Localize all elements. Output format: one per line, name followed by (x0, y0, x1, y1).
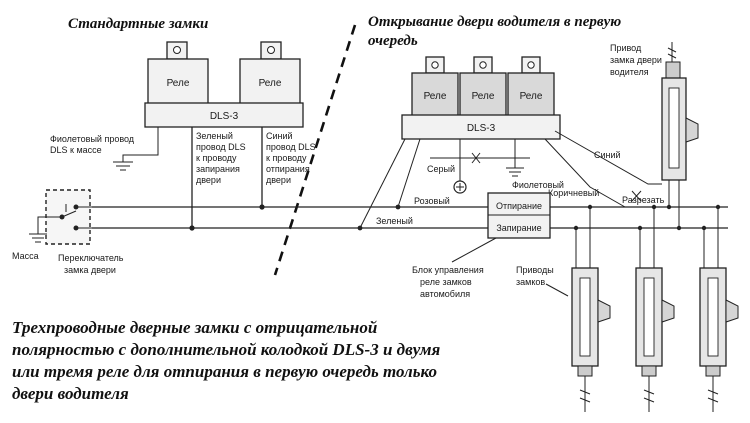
brown-wire (544, 138, 626, 208)
lock-actuator-2 (635, 267, 675, 412)
driver-actuator-label-line1: Привод (610, 43, 642, 53)
lock-actuator-1 (571, 267, 611, 412)
blue-wire-label-line3: к проводу (266, 153, 307, 163)
green-wire-label-line4: запирания (196, 164, 240, 174)
relay-right-1: Реле (411, 56, 459, 118)
green-wire-right (359, 138, 406, 229)
left-diagram: Реле Реле DLS-3 Фиолетовый провод DLS к … (12, 41, 316, 275)
relay-right-1-label: Реле (424, 91, 447, 102)
relay-left-2: Реле (239, 41, 301, 106)
actuator-drop-wires (573, 204, 721, 268)
dls3-module-right: DLS-3 (401, 114, 561, 140)
ground-label: Масса (12, 251, 39, 261)
diagram-caption: Трехпроводные дверные замки с отрицатель… (12, 318, 440, 403)
green-wire-label-line5: двери (196, 175, 221, 185)
violet-wire-left (122, 127, 159, 162)
blue-wire-label-line2: провод DLS (266, 142, 316, 152)
cut-label: Разрезать (622, 195, 665, 205)
switch-label-line2: замка двери (64, 265, 116, 275)
brown-wire-label: Коричневый (548, 188, 599, 198)
caption-line3: или тремя реле для отпирания в первую оч… (12, 362, 437, 381)
driver-actuator-label-line3: водителя (610, 67, 649, 77)
switch-label-line1: Переключатель (58, 253, 124, 263)
control-block-label-line3: автомобиля (420, 289, 470, 299)
pink-wire (397, 138, 421, 208)
relay-left-1: Реле (147, 41, 209, 106)
violet-wire-right-label: Фиолетовый (512, 180, 564, 190)
vehicle-lock-control-block: Отпирание Запирание (487, 192, 551, 239)
dls3-module-left: DLS-3 (144, 102, 304, 128)
cut-mark (631, 190, 642, 202)
green-wire-right-label: Зеленый (376, 216, 413, 226)
green-wire-label-line2: провод DLS (196, 142, 246, 152)
control-block-pointer (451, 237, 497, 263)
dls3-module-right-label: DLS-3 (467, 123, 496, 134)
dls3-module-left-label: DLS-3 (210, 111, 239, 122)
relay-left-1-label: Реле (167, 78, 190, 89)
actuators-label-line1: Приводы (516, 265, 554, 275)
gray-wire-label: Серый (427, 164, 455, 174)
violet-wire-label-line2: DLS к массе (50, 145, 102, 155)
blue-wire-right (554, 130, 662, 185)
heading-driver-first-line1: Открывание двери водителя в первую (368, 14, 621, 30)
divider-dashed-line (273, 24, 357, 276)
driver-actuator-label-line2: замка двери (610, 55, 662, 65)
relay-left-2-label: Реле (259, 78, 282, 89)
unlock-label: Отпирание (496, 201, 542, 211)
violet-wire-label-line1: Фиолетовый провод (50, 134, 135, 144)
control-block-label-line2: реле замков (420, 277, 472, 287)
lock-actuator-3 (699, 267, 739, 412)
relay-right-2-label: Реле (472, 91, 495, 102)
switch-ground-wire (37, 216, 62, 234)
main-bus-wires (92, 206, 728, 229)
green-wire-label-line3: к проводу (196, 153, 237, 163)
relay-right-2: Реле (459, 56, 507, 118)
ground-symbol-right (506, 167, 524, 177)
relay-right-3: Реле (507, 56, 555, 118)
ground-symbol-switch (29, 233, 47, 243)
right-diagram: Реле Реле Реле DLS-3 Серый (357, 42, 739, 412)
heading-standard-locks: Стандартные замки (68, 16, 208, 32)
blue-wire-label-line4: отпирания (266, 164, 310, 174)
control-block-label-line1: Блок управления (412, 265, 484, 275)
blue-wire-label-line5: двери (266, 175, 291, 185)
caption-line1: Трехпроводные дверные замки с отрицатель… (12, 318, 377, 337)
caption-line2: полярностью с дополнительной колодкой DL… (12, 340, 440, 359)
actuators-label-line2: замков (516, 277, 545, 287)
caption-line4: двери водителя (12, 384, 129, 403)
green-wire-label-line1: Зеленый (196, 131, 233, 141)
actuators-pointer (545, 283, 569, 297)
driver-lock-actuator (661, 42, 699, 231)
blue-wire-right-label: Синий (594, 150, 621, 160)
heading-driver-first-line2: очередь (368, 33, 418, 49)
blue-wire-label-line1: Синий (266, 131, 293, 141)
relay-right-3-label: Реле (520, 91, 543, 102)
lock-label: Запирание (496, 223, 541, 233)
pink-wire-label: Розовый (414, 196, 450, 206)
ground-symbol-violet (113, 161, 133, 171)
